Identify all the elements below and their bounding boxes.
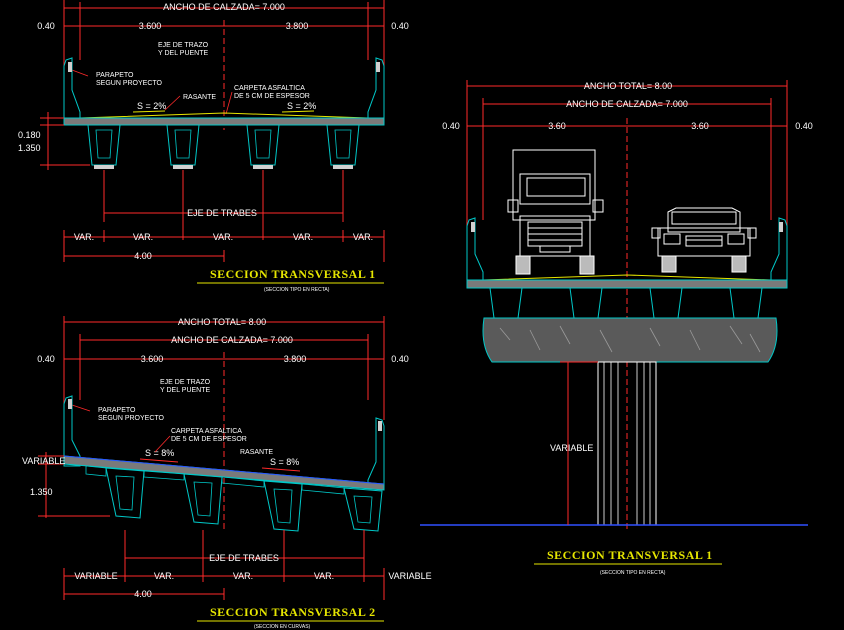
section2-bottom-dimensions: EJE DE TRABES VARIABLE VAR. VAR. VAR. VA… [63,530,432,600]
section1-deck [63,57,385,169]
section2-side-dimensions: VARIABLE 1.350 [22,452,110,518]
section2-dim-3600-right: 3.800 [284,354,307,364]
section-3: ANCHO TOTAL= 8.00 ANCHO DE CALZADA= 7.00… [420,80,813,576]
section2-rasante: RASANTE [240,449,273,456]
section2-parapeto-2: SEGUN PROYECTO [98,415,165,422]
section3-dim-360-right: 3.60 [691,121,709,131]
section3-top-dimensions: ANCHO TOTAL= 8.00 ANCHO DE CALZADA= 7.00… [442,80,813,530]
section1-dim-3600-right: 3.800 [286,21,309,31]
pier-cap [482,317,778,363]
section3-variable: VARIABLE [550,443,593,453]
section-2: ANCHO TOTAL= 8.00 ANCHO DE CALZADA= 7.00… [22,316,432,630]
section1-var-4: VAR. [293,232,313,242]
section2-eje-trabes: EJE DE TRABES [209,553,279,563]
section2-parapeto-1: PARAPETO [98,407,136,414]
section2-dim-400: 4.00 [134,589,152,599]
section1-dim-040-left: 0.40 [37,21,55,31]
section1-parapeto-1: PARAPETO [96,72,134,79]
section3-subtitle: (SECCION TIPO EN RECTA) [600,570,666,576]
section3-dim-040-right: 0.40 [795,121,813,131]
section1-dim-1350: 1.350 [18,143,41,153]
section1-title: SECCION TRANSVERSAL 1 [210,267,376,281]
section2-slope-right: S = 8% [270,457,299,467]
section2-variable-left: VARIABLE [22,456,65,466]
section1-rasante: RASANTE [183,94,216,101]
truck-illustration [507,149,604,275]
section2-dim-3600-left: 3.600 [141,354,164,364]
section2-ancho-calzada: ANCHO DE CALZADA= 7.000 [171,335,293,345]
section2-bottom-label-4: VAR. [314,571,334,581]
car-illustration [651,207,757,273]
section2-dim-1350: 1.350 [30,487,53,497]
section2-title: SECCION TRANSVERSAL 2 [210,605,376,619]
section2-bottom-label-2: VAR. [154,571,174,581]
section3-dim-360-left: 3.60 [548,121,566,131]
section1-bottom-dimensions: EJE DE TRABES VAR. VAR. VAR. VAR. VAR. 4… [63,170,385,262]
section1-side-dimensions: 0.180 1.350 [18,112,90,170]
section1-annotations: EJE DE TRAZO Y DEL PUENTE PARAPETO SEGUN… [96,42,316,111]
section1-slope-right: S = 2% [287,101,316,111]
section1-var-5: VAR. [353,232,373,242]
section1-dim-400: 4.00 [134,251,152,261]
section1-dim-0180: 0.180 [18,130,41,140]
section1-dim-3600-left: 3.600 [139,21,162,31]
section1-dim-040-right: 0.40 [391,21,409,31]
section2-carpeta-1: CARPETA ASFALTICA [171,428,242,435]
section2-bottom-label-5: VARIABLE [388,571,431,581]
section2-dim-040-left: 0.40 [37,354,55,364]
section1-eje-trazo-1: EJE DE TRAZO [158,42,209,49]
section2-bottom-label-3: VAR. [233,571,253,581]
section1-eje-trabes: EJE DE TRABES [187,208,257,218]
section2-slope-left: S = 8% [145,448,174,458]
section2-ancho-total: ANCHO TOTAL= 8.00 [178,317,266,327]
section1-ancho-calzada: ANCHO DE CALZADA= 7.000 [163,2,285,12]
section1-parapeto-2: SEGUN PROYECTO [96,80,163,87]
section1-slope-left: S = 2% [137,101,166,111]
section3-title: SECCION TRANSVERSAL 1 [547,548,713,562]
section3-dim-040-left: 0.40 [442,121,460,131]
section2-eje-trazo-2: Y DEL PUENTE [160,387,211,394]
section2-eje-trazo-1: EJE DE TRAZO [160,379,211,386]
section2-carpeta-2: DE 5 CM DE ESPESOR [171,436,247,443]
section2-bottom-label-1: VARIABLE [74,571,117,581]
section2-annotations: EJE DE TRAZO Y DEL PUENTE PARAPETO SEGUN… [98,379,299,467]
section1-top-dimensions: ANCHO DE CALZADA= 7.000 0.40 3.600 3.800… [37,0,409,130]
section1-carpeta-2: DE 5 CM DE ESPESOR [234,93,310,100]
section2-top-dimensions: ANCHO TOTAL= 8.00 ANCHO DE CALZADA= 7.00… [37,316,409,530]
section3-ancho-calzada: ANCHO DE CALZADA= 7.000 [566,99,688,109]
section1-carpeta-1: CARPETA ASFALTICA [234,85,305,92]
section1-var-3: VAR. [213,232,233,242]
section3-ancho-total: ANCHO TOTAL= 8.00 [584,81,672,91]
section3-side-dimension: VARIABLE [550,361,598,525]
section2-deck [63,395,385,532]
section1-eje-trazo-2: Y DEL PUENTE [158,50,209,57]
section-1: ANCHO DE CALZADA= 7.000 0.40 3.600 3.800… [18,0,409,293]
section2-subtitle: (SECCION EN CURVAS) [254,624,311,630]
section1-subtitle: (SECCION TIPO EN RECTA) [264,287,330,293]
section1-var-2: VAR. [133,232,153,242]
section2-dim-040-right: 0.40 [391,354,409,364]
section1-var-1: VAR. [74,232,94,242]
